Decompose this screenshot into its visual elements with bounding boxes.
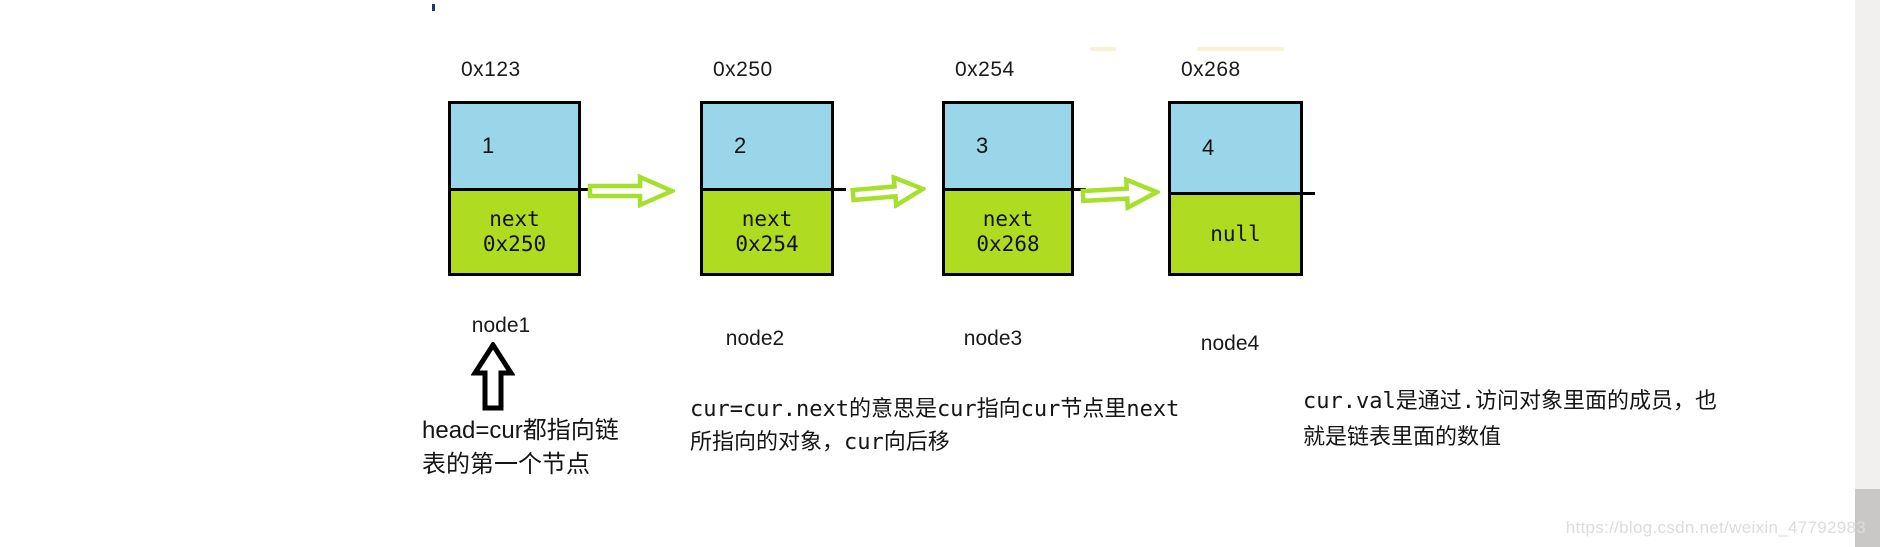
annotation-line: 所指向的对象，cur向后移 [690, 430, 950, 455]
node-value-cell: 4 [1171, 104, 1300, 195]
block-arrow-right [1080, 176, 1161, 212]
pointer-field-value: 0x254 [735, 232, 799, 256]
pointer-field-name: next [489, 207, 540, 231]
list-node-4: 0x268 4 null node4 [1168, 58, 1315, 355]
annotation-cur-next: cur=cur.next的意思是cur指向cur节点里next 所指向的对象，c… [690, 393, 1179, 459]
annotation-line: cur.val是通过.访问对象里面的成员，也 [1303, 389, 1717, 414]
pointer-field-name: null [1210, 221, 1261, 246]
vertical-scrollbar[interactable] [1855, 0, 1880, 547]
node-address: 0x123 [461, 58, 521, 81]
node-box: 1 next 0x250 [448, 101, 581, 276]
next-pointer-arrow-icon [587, 174, 675, 208]
scrollbar-thumb[interactable] [1855, 489, 1880, 547]
block-arrow-up [471, 342, 515, 411]
node-value-cell: 1 [451, 104, 578, 191]
node-box: 4 null [1168, 101, 1303, 276]
node-address: 0x254 [955, 58, 1015, 81]
node-pointer-cell: next 0x250 [451, 191, 578, 273]
node-value: 3 [976, 133, 989, 158]
annotation-cur-val: cur.val是通过.访问对象里面的成员，也 就是链表里面的数值 [1303, 384, 1717, 456]
node-value: 4 [1202, 135, 1215, 160]
stray-ink-mark [432, 4, 435, 11]
node-name-label: node2 [725, 327, 785, 350]
list-node-3: 0x254 3 next 0x268 node3 [942, 58, 1086, 350]
node-value-cell: 2 [703, 104, 831, 191]
highlight-mark [1197, 47, 1284, 51]
node-pointer-cell: null [1171, 195, 1300, 273]
node-box: 3 next 0x268 [942, 101, 1074, 276]
annotation-line: cur=cur.next的意思是cur指向cur节点里next [690, 397, 1180, 422]
annotation-head-pointer: head=cur都指向链 表的第一个节点 [422, 414, 619, 482]
pointer-field-value: 0x250 [482, 232, 547, 256]
node-address: 0x268 [1181, 58, 1241, 81]
list-node-2: 0x250 2 next 0x254 node2 [700, 58, 846, 350]
node-name-label: node1 [471, 314, 531, 337]
divider-stub [1302, 192, 1315, 195]
pointer-field-value: 0x268 [976, 232, 1040, 256]
divider-stub [580, 188, 593, 191]
annotation-line: head=cur都指向链 [422, 417, 619, 444]
highlight-mark [1090, 47, 1116, 51]
node-address: 0x250 [713, 58, 773, 81]
next-pointer-arrow-icon [1080, 176, 1161, 212]
head-pointer-arrow-icon [471, 342, 515, 411]
block-arrow-right [587, 174, 675, 208]
node-value-cell: 3 [945, 104, 1071, 191]
node-pointer-cell: next 0x268 [945, 191, 1071, 273]
pointer-field-name: next [982, 207, 1034, 231]
divider-stub [833, 188, 846, 191]
node-value: 1 [482, 133, 495, 158]
node-name-label: node3 [963, 327, 1023, 350]
divider-stub [1073, 188, 1086, 191]
list-node-1: 0x123 1 next 0x250 node1 [448, 58, 593, 337]
node-value: 2 [734, 133, 747, 158]
annotation-line: 就是链表里面的数值 [1303, 425, 1502, 450]
watermark-url: https://blog.csdn.net/weixin_47792983 [1565, 518, 1866, 537]
node-name-label: node4 [1200, 332, 1260, 355]
next-pointer-arrow-icon [850, 174, 928, 210]
pointer-field-name: next [741, 207, 793, 231]
annotation-line: 表的第一个节点 [422, 451, 590, 478]
node-box: 2 next 0x254 [700, 101, 834, 276]
node-pointer-cell: next 0x254 [703, 191, 831, 273]
block-arrow-right [850, 174, 928, 210]
